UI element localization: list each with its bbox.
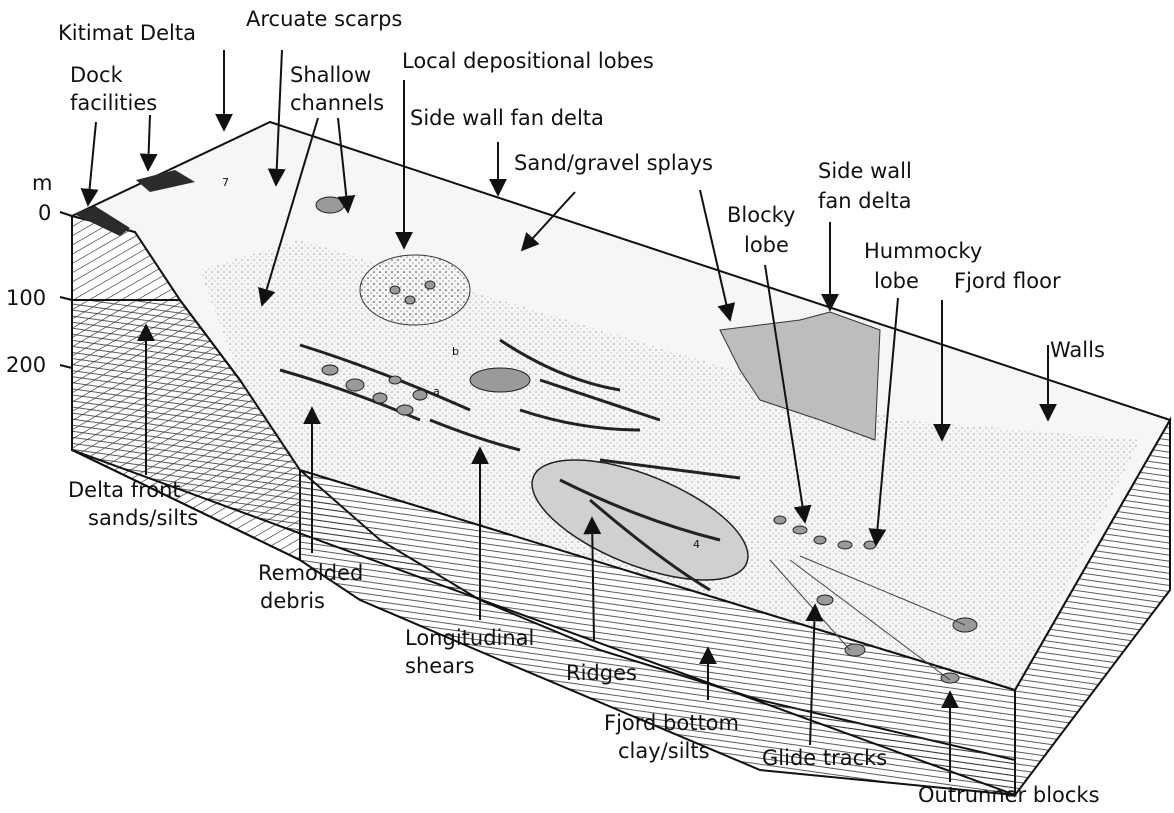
label-sand-gravel-splays: Sand/gravel splays: [514, 151, 713, 175]
label-delta-front-2: sands/silts: [88, 506, 198, 530]
label-shallow-2: channels: [290, 91, 384, 115]
label-local-lobes: Local depositional lobes: [402, 49, 654, 73]
label-longitudinal-2: shears: [405, 654, 475, 678]
depth-unit: m: [32, 171, 52, 195]
label-hummocky-2: lobe: [874, 269, 919, 293]
label-shallow-1: Shallow: [290, 63, 371, 87]
label-fjord-floor: Fjord floor: [954, 269, 1061, 293]
label-longitudinal-1: Longitudinal: [405, 626, 534, 650]
map-mark-b: b: [452, 345, 459, 358]
label-outrunner-blocks: Outrunner blocks: [918, 783, 1100, 807]
label-dock-2: facilities: [70, 91, 157, 115]
depth-tick-100: 100: [6, 286, 46, 310]
label-side-wall-2a: Side wall: [818, 159, 912, 183]
label-remolded-2: debris: [260, 589, 325, 613]
depth-tick-200: 200: [6, 353, 46, 377]
depth-tick-0: 0: [38, 201, 51, 225]
label-kitimat-delta: Kitimat Delta: [58, 21, 196, 45]
label-side-wall-2b: fan delta: [818, 189, 911, 213]
map-mark-7: 7: [222, 176, 229, 189]
label-blocky-2: lobe: [744, 233, 789, 257]
map-mark-a: a: [433, 385, 440, 398]
local-lobe-shape: [360, 255, 470, 325]
label-walls: Walls: [1050, 338, 1105, 362]
block-body: 7 b a 4: [72, 122, 1170, 795]
label-fjord-bottom-1: Fjord bottom: [604, 711, 739, 735]
depth-axis: m 0 100 200: [6, 171, 72, 377]
label-fjord-bottom-2: clay/silts: [618, 739, 710, 763]
label-side-wall-fan-delta: Side wall fan delta: [410, 106, 604, 130]
label-glide-tracks: Glide tracks: [762, 746, 887, 770]
label-hummocky-1: Hummocky: [864, 239, 982, 263]
label-blocky-1: Blocky: [727, 203, 795, 227]
label-remolded-1: Remolded: [258, 561, 363, 585]
label-dock-1: Dock: [70, 63, 124, 87]
label-arcuate-scarps: Arcuate scarps: [246, 7, 402, 31]
label-delta-front-1: Delta front: [68, 478, 181, 502]
label-ridges: Ridges: [566, 661, 637, 685]
map-mark-4: 4: [693, 538, 700, 551]
